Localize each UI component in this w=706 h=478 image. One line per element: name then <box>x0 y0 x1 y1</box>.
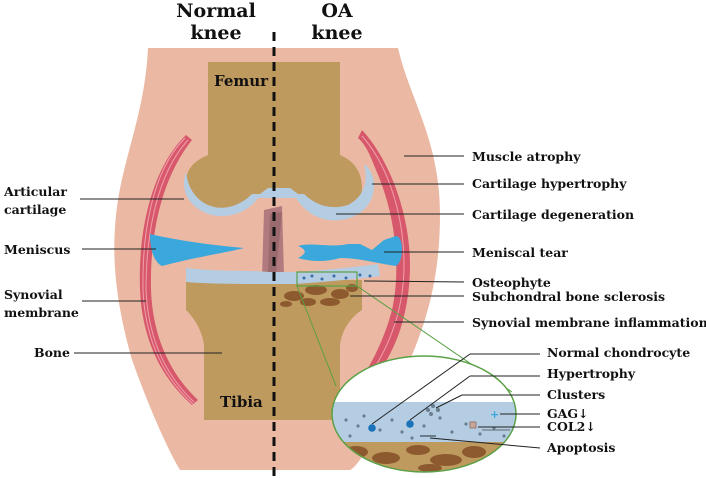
meniscus-torn <box>298 236 402 266</box>
label-articular-cartilage-2: cartilage <box>4 202 66 217</box>
label-subchondral-bone-sclerosis: Subchondral bone sclerosis <box>472 289 665 304</box>
femoral-cartilage <box>184 164 374 221</box>
label-meniscus: Meniscus <box>4 242 70 257</box>
leader-apoptosis <box>429 437 541 449</box>
leader-osteophyte <box>363 280 465 283</box>
label-cartilage-hypertrophy: Cartilage hypertrophy <box>472 176 627 191</box>
label-gag: GAG↓ <box>547 406 589 421</box>
label-clusters: Clusters <box>547 387 605 402</box>
tibial-cartilage <box>186 264 380 284</box>
zoom-source-box <box>296 271 358 287</box>
label-apoptosis: Apoptosis <box>546 440 615 455</box>
label-hypertrophy: Hypertrophy <box>547 366 636 381</box>
header-normal-line1: Normal <box>176 0 256 22</box>
svg-text:+: + <box>490 408 499 421</box>
label-articular-cartilage-1: Articular <box>3 184 67 199</box>
label-col2: COL2↓ <box>547 419 596 434</box>
header-oa-line1: OA <box>321 0 353 22</box>
label-normal-chondrocyte: Normal chondrocyte <box>547 345 690 360</box>
muscle-right <box>358 130 410 385</box>
label-synovial-membrane-inflammation: Synovial membrane inflammation <box>472 315 706 330</box>
label-synovial-membrane-2: membrane <box>4 305 79 320</box>
header-oa-line2: knee <box>311 22 362 44</box>
label-meniscal-tear: Meniscal tear <box>472 245 568 260</box>
meniscus-normal <box>150 234 244 266</box>
tibia-label: Tibia <box>220 393 263 411</box>
label-cartilage-degeneration: Cartilage degeneration <box>472 207 634 222</box>
label-osteophyte: Osteophyte <box>472 275 551 290</box>
label-synovial-membrane-1: Synovial <box>4 287 63 302</box>
header-normal-line2: knee <box>190 22 241 44</box>
osteophyte-dots <box>302 273 372 281</box>
label-muscle-atrophy: Muscle atrophy <box>472 149 581 164</box>
label-bone: Bone <box>34 345 70 360</box>
femur-label: Femur <box>214 72 269 90</box>
